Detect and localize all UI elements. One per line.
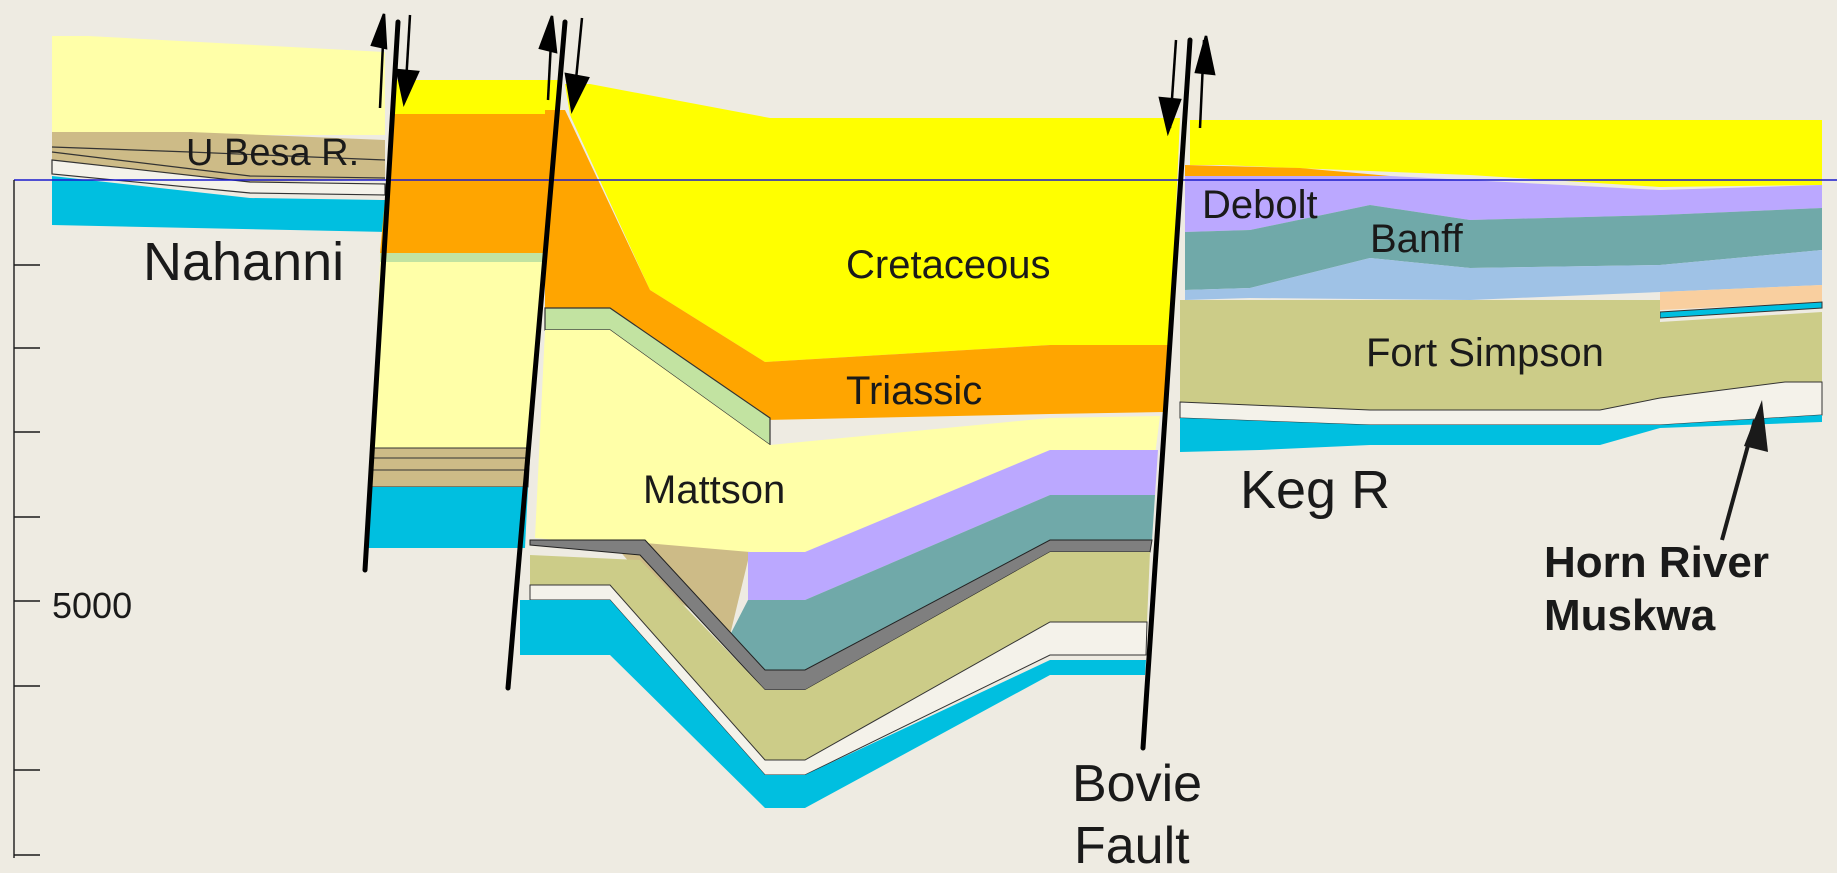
label-bovie-line1: Bovie [1072,755,1202,813]
basin-cretaceous [565,84,1180,362]
fault-1 [362,19,401,573]
label-horn-river-line2: Muskwa [1544,591,1716,640]
right-cretaceous [1190,120,1822,187]
basin-mattson [535,330,1160,555]
nahanni-cretaceous-layer [52,36,385,135]
nahanni-tan-layer [52,132,385,182]
block2-keg [366,487,528,548]
right-banff [1185,205,1822,290]
label-triassic: Triassic [846,369,982,413]
horn-river-arrowhead [1744,400,1768,452]
right-peach [1660,285,1822,310]
block2-mattson [372,262,545,448]
basin-banff [730,495,1155,670]
label-fort-simpson: Fort Simpson [1366,331,1604,375]
label-banff: Banff [1370,217,1464,261]
label-debolt: Debolt [1202,183,1318,227]
block2-green [380,253,545,262]
depth-label-5000: 5000 [52,585,132,626]
nahanni-horizon [51,146,386,161]
fault-arrows [370,13,1216,137]
label-bovie-line2: Fault [1074,817,1190,873]
fault-1-arrowhead-down [395,68,420,107]
depth-scale [13,180,40,858]
nahanni-horizon-2 [51,151,386,179]
block2-thin-bands [369,447,531,488]
label-nahanni: Nahanni [143,232,344,292]
bovie-arrowhead-down [1158,96,1182,137]
bovie-arrowhead-up [1194,35,1216,76]
basin-keg [520,600,1146,808]
fault-bovie [1140,37,1193,751]
label-keg-r: Keg R [1240,460,1390,520]
right-fort-simpson [1180,300,1822,410]
fault-1-arrowhead-up [370,13,388,50]
label-cretaceous: Cretaceous [846,243,1051,287]
fault-2-arrowhead-down [564,72,590,114]
basin-fort-simpson [530,552,1150,760]
label-horn-river-line1: Horn River [1544,538,1769,587]
label-u-besa: U Besa R. [186,132,359,174]
block2-cretaceous [395,80,560,115]
right-triassic-sliver [1185,165,1390,178]
nahanni-keg-layer [52,176,385,232]
basin-debolt [748,450,1158,600]
fault-2 [505,19,568,691]
right-light-blue [1185,250,1822,300]
right-thin-bands [1179,381,1823,426]
right-debolt [1185,176,1822,232]
block2-triassic [380,114,555,253]
fault-2-arrowhead-up [538,15,558,54]
faults [362,19,1193,751]
nahanni-thin-bands [51,159,386,196]
right-keg [1180,415,1822,452]
label-mattson: Mattson [643,468,785,512]
basin-triassic-wedge [545,110,1170,420]
